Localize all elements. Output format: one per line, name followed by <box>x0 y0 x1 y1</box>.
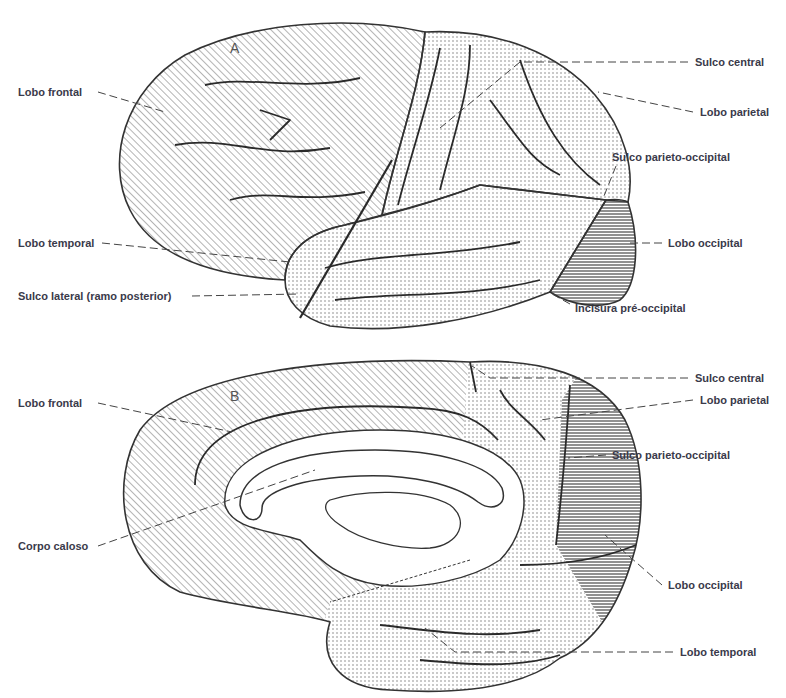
panel-letter: B <box>230 388 239 404</box>
sulci <box>175 45 600 318</box>
panel-letter: A <box>230 40 239 56</box>
lobe-label: Lobo occipital <box>668 236 743 250</box>
sulcus-label: Sulco central <box>695 55 764 69</box>
lobe-label: Lobo frontal <box>18 396 82 410</box>
lobe-label: Lobo frontal <box>18 85 82 99</box>
leader-lines <box>98 62 693 652</box>
occipital-lobe <box>550 200 636 306</box>
medial-view <box>100 340 660 698</box>
notch-label: Incisura pré-occipital <box>575 301 686 315</box>
diencephalon <box>225 430 524 586</box>
lobe-label: Lobo temporal <box>18 236 94 250</box>
sulcus-label: Sulco lateral (ramo posterior) <box>18 289 171 303</box>
lobe-label: Lobo occipital <box>668 578 743 592</box>
lobe-label: Lobo temporal <box>680 645 756 659</box>
sulcus-label: Sulco central <box>695 371 764 385</box>
lobe-label: Lobo parietal <box>700 105 769 119</box>
sulcus-label: Sulco parieto-occipital <box>612 150 730 164</box>
temporal-lobe <box>285 185 606 329</box>
lobe-label: Lobo parietal <box>700 393 769 407</box>
lateral-view <box>119 23 635 329</box>
structure-label: Corpo caloso <box>18 539 88 553</box>
sulcus-label: Sulco parieto-occipital <box>612 448 730 462</box>
corpus-callosum <box>240 450 503 520</box>
